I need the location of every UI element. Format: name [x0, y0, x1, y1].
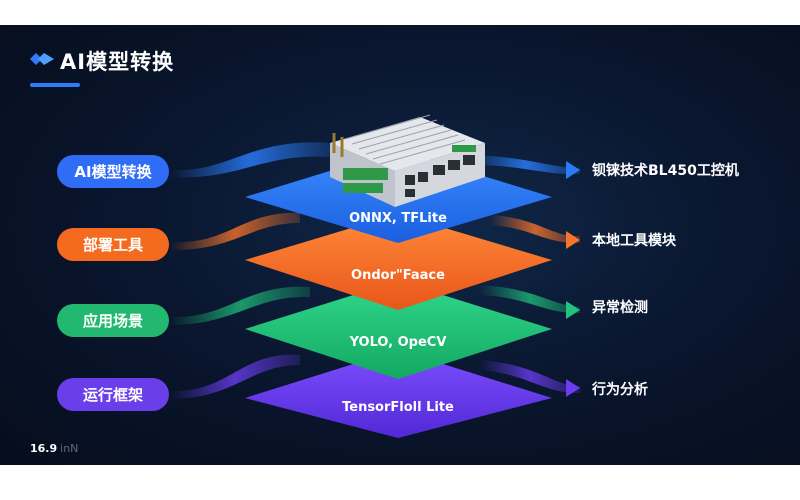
arrow-icon-1	[566, 161, 580, 179]
right-label-anomaly-detection: 异常检测	[592, 300, 648, 316]
ratio-suffix: inN	[60, 442, 79, 455]
layer-label-purple: TensorFloll Lite	[342, 400, 454, 415]
flow-ribbon-green	[170, 286, 310, 325]
slide: AI模型转换	[0, 25, 800, 465]
ratio-value: 16.9	[30, 442, 58, 455]
title-underline	[30, 83, 80, 87]
arrow-icon-4	[566, 379, 580, 397]
tag-runtime-framework: 运行框架	[57, 378, 169, 411]
flow-ribbon-blue-right	[470, 155, 580, 175]
flow-ribbon-purple	[170, 354, 300, 399]
layer-label-green: YOLO, OpeCV	[349, 335, 447, 350]
layer-purple	[245, 350, 552, 438]
flow-ribbon-orange-right	[490, 215, 580, 244]
tag-ai-model-conversion: AI模型转换	[57, 155, 169, 188]
right-label-device: 钡铼技术BL450工控机	[592, 163, 739, 179]
arrow-icon-2	[566, 231, 580, 249]
tag-application-scenarios: 应用场景	[57, 304, 169, 337]
industrial-pc-device-icon	[330, 114, 485, 207]
flow-ribbon-purple-right	[480, 360, 580, 394]
layer-label-blue: ONNX, TFLite	[349, 211, 447, 226]
page-title: AI模型转换	[60, 50, 175, 74]
arrow-icon-3	[566, 301, 580, 319]
flow-ribbon-orange	[170, 212, 300, 251]
tag-deployment-tools: 部署工具	[57, 228, 169, 261]
right-label-behavior-analysis: 行为分析	[592, 382, 648, 398]
flow-ribbon-green-right	[480, 285, 580, 314]
right-label-local-tools: 本地工具模块	[592, 233, 676, 249]
flow-ribbon-blue	[170, 142, 330, 178]
layer-label-orange: Ondor"Faace	[351, 268, 445, 283]
layer-green	[245, 281, 552, 379]
layer-orange	[245, 214, 552, 310]
diamond-logo-icon	[30, 53, 54, 65]
stack-diagram: ONNX, TFLite Ondor"Faace YOLO, OpeCV Ten…	[170, 114, 580, 438]
